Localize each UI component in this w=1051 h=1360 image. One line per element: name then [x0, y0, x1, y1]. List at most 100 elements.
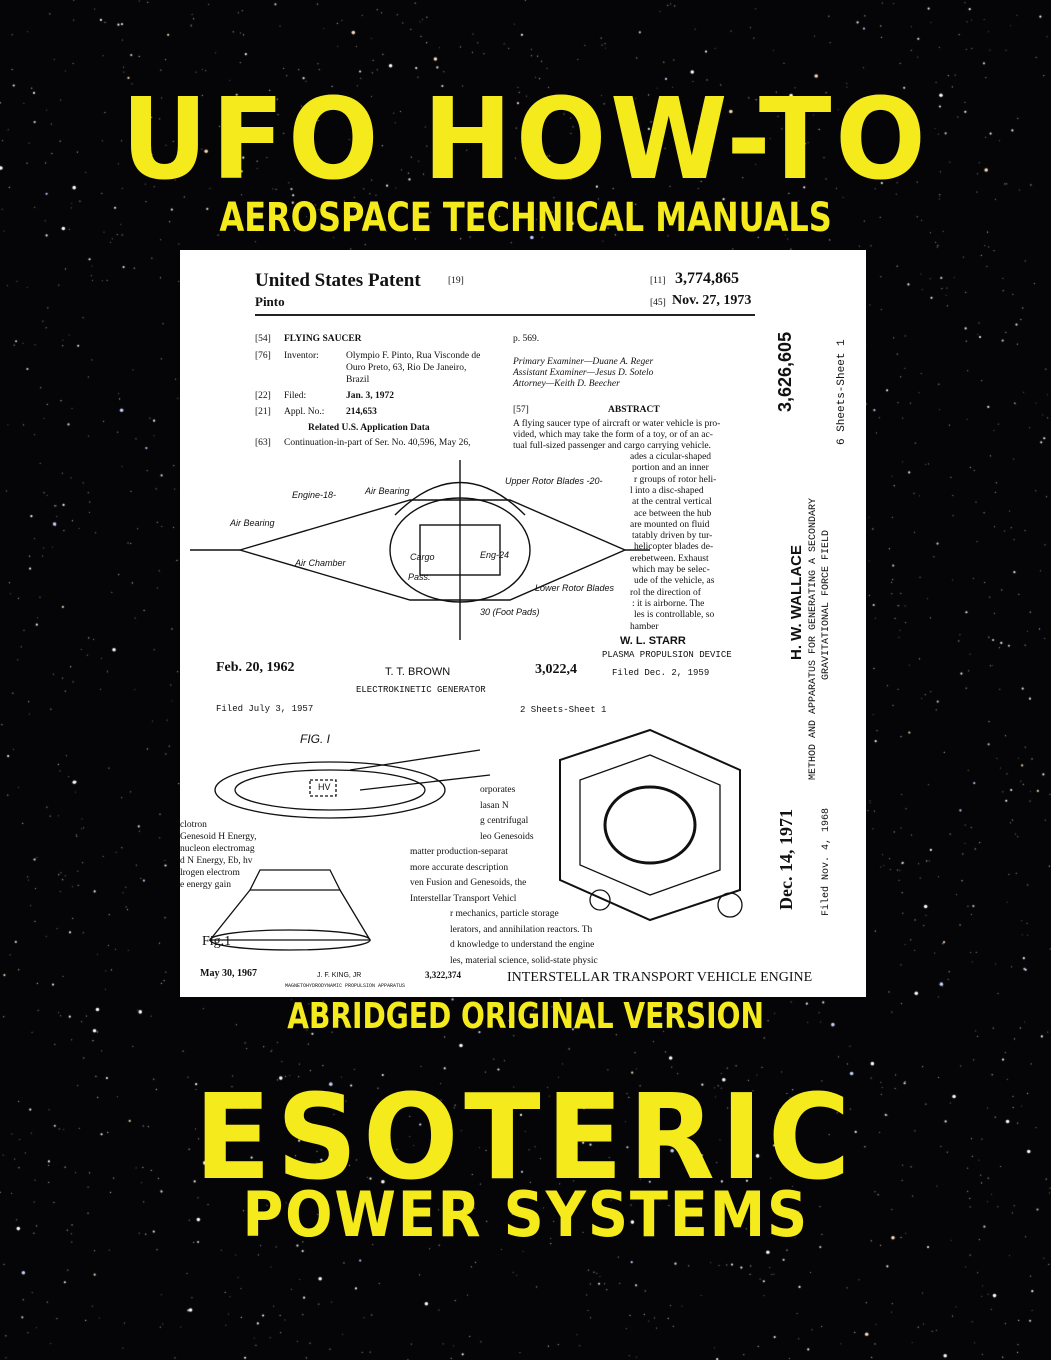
figure-callout: Air Chamber — [295, 558, 346, 568]
abstract-fragment: ude of the vehicle, as — [634, 576, 715, 587]
patent-inventor: Pinto — [255, 294, 285, 309]
patent-code: [21] — [255, 407, 271, 417]
series-title: ESOTERIC — [194, 1068, 857, 1206]
king-date: May 30, 1967 — [200, 968, 257, 979]
abstract-fragment: r groups of rotor heli- — [634, 474, 717, 485]
patent-code: [54] — [255, 334, 271, 344]
abstract-fragment: erebetween. Exhaust — [630, 553, 709, 564]
abstract-fragment: tatably driven by tur- — [632, 531, 713, 542]
patent-header: United States Patent — [255, 270, 421, 291]
interstellar-line: d knowledge to understand the engine — [450, 940, 595, 950]
starr-title: PLASMA PROPULSION DEVICE — [602, 650, 732, 660]
book-subtitle: AEROSPACE TECHNICAL MANUALS — [219, 195, 832, 241]
abstract-fragment: at the central vertical — [632, 497, 712, 508]
abstract-fragment: helicopter blades de- — [634, 542, 714, 553]
brown-title: ELECTROKINETIC GENERATOR — [356, 685, 486, 695]
figure-callout: Pass. — [408, 572, 431, 582]
hv-label: HV — [318, 782, 331, 792]
interstellar-line: r mechanics, particle storage — [450, 909, 559, 919]
king-inventor: J. F. KING, JR — [317, 972, 362, 979]
figure-callout: Lower Rotor Blades — [535, 583, 615, 593]
interstellar-line: ven Fusion and Genesoids, the — [410, 878, 527, 888]
abstract-fragment: les is controllable, so — [634, 610, 715, 621]
abstract-title: ABSTRACT — [608, 405, 660, 415]
figure-callout: Upper Rotor Blades -20- — [505, 476, 603, 486]
generator-drawing — [208, 728, 743, 951]
figure-callout: Engine-18- — [292, 490, 337, 500]
patent-code: [22] — [255, 391, 271, 401]
figure-callout: Eng-24 — [480, 550, 510, 560]
related-heading: Related U.S. Application Data — [308, 423, 430, 433]
figure-label: FIG. I — [300, 732, 330, 746]
inventor-address: Ouro Preto, 63, Rio De Janeiro, — [346, 363, 467, 373]
patent-code: [45] — [650, 298, 666, 308]
wallace-sheets: 6 Sheets-Sheet 1 — [836, 339, 848, 445]
examiner: Assistant Examiner—Jesus D. Sotelo — [513, 368, 654, 378]
brown-inventor: T. T. BROWN — [385, 666, 451, 678]
interstellar-line: Interstellar Transport Vehicl — [410, 893, 517, 904]
patent-code: [19] — [448, 276, 464, 286]
figure-callout: 30 (Foot Pads) — [480, 607, 540, 617]
abstract-fragment: ace between the hub — [634, 508, 712, 519]
wallace-title: GRAVITATIONAL FORCE FIELD — [821, 529, 832, 680]
header-rule — [255, 314, 755, 316]
field-label: Appl. No.: — [284, 407, 325, 417]
abstract-fragment: are mounted on fluid — [630, 519, 710, 530]
patent-collage: United States Patent [19] Pinto [11] 3,7… — [180, 250, 866, 997]
interstellar-left-line: nucleon electromag — [180, 844, 255, 854]
interstellar-line: lasan N — [480, 800, 509, 811]
brown-filed: Filed July 3, 1957 — [216, 704, 314, 714]
king-number: 3,322,374 — [425, 970, 461, 980]
figure-callout: Cargo — [410, 552, 435, 562]
patent-date: Nov. 27, 1973 — [672, 293, 752, 308]
abstract-line: vided, which may take the form of a toy,… — [513, 430, 713, 440]
abstract-fragment: which may be selec- — [632, 565, 710, 575]
king-title: MAGNETOHYDRODYNAMIC PROPULSION APPARATUS — [285, 983, 406, 989]
brown-date: Feb. 20, 1962 — [216, 660, 295, 675]
interstellar-left-line: clotron — [180, 820, 207, 830]
wallace-date: Dec. 14, 1971 — [776, 809, 796, 910]
abstract-fragment: : it is airborne. The — [632, 598, 705, 609]
abstract-line: tual full-sized passenger and cargo carr… — [513, 441, 711, 451]
saucer-drawing — [190, 460, 650, 640]
abstract-fragment: l into a disc-shaped — [630, 485, 704, 496]
interstellar-left-line: lrogen electrom — [180, 868, 240, 878]
continuation: Continuation-in-part of Ser. No. 40,596,… — [284, 438, 471, 448]
interstellar-line: matter production-separat — [410, 847, 508, 857]
brown-sheets: 2 Sheets-Sheet 1 — [520, 705, 607, 715]
patent-title: FLYING SAUCER — [284, 334, 362, 344]
figure-callout: Air Bearing — [230, 518, 275, 528]
patent-code: [63] — [255, 438, 271, 448]
interstellar-line: leo Genesoids — [480, 831, 534, 842]
inventor-address: Brazil — [346, 375, 370, 385]
wallace-title: METHOD AND APPARATUS FOR GENERATING A SE… — [808, 497, 819, 780]
patent-number: 3,774,865 — [675, 270, 739, 287]
abstract-fragment: hamber — [630, 621, 659, 632]
interstellar-line: lerators, and annihilation reactors. Th — [450, 924, 593, 935]
interstellar-title: INTERSTELLAR TRANSPORT VEHICLE ENGINE — [507, 970, 813, 985]
patent-code: [57] — [513, 405, 529, 415]
interstellar-line: more accurate description — [410, 862, 509, 873]
interstellar-line: les, material science, solid-state physi… — [450, 955, 598, 966]
edition-label: ABRIDGED ORIGINAL VERSION — [287, 996, 764, 1037]
book-title: UFO HOW-TO — [121, 75, 930, 205]
page-ref: p. 569. — [513, 334, 540, 344]
interstellar-line: g centrifugal — [480, 816, 529, 826]
field-label: Inventor: — [284, 351, 319, 361]
abstract-fragment: ades a cicular-shaped — [630, 452, 712, 462]
wallace-inventor: H. W. WALLACE — [788, 545, 805, 660]
patent-code: [11] — [650, 276, 666, 286]
interstellar-left-line: d N Energy, Eb, hv — [180, 856, 253, 866]
figure-callout: Air Bearing — [365, 486, 410, 496]
patent-code: [76] — [255, 351, 271, 361]
filed-date: Jan. 3, 1972 — [346, 391, 395, 401]
series-subtitle: POWER SYSTEMS — [242, 1178, 809, 1251]
attorney: Attorney—Keith D. Beecher — [513, 379, 620, 389]
abstract-fragment: portion and an inner — [632, 463, 709, 474]
examiner: Primary Examiner—Duane A. Reger — [513, 357, 654, 367]
starr-filed: Filed Dec. 2, 1959 — [612, 668, 710, 678]
field-label: Filed: — [284, 391, 307, 401]
appl-number: 214,653 — [346, 407, 377, 417]
king-figure-label: Fig.1 — [202, 934, 232, 949]
wallace-number: 3,626,605 — [775, 331, 795, 412]
